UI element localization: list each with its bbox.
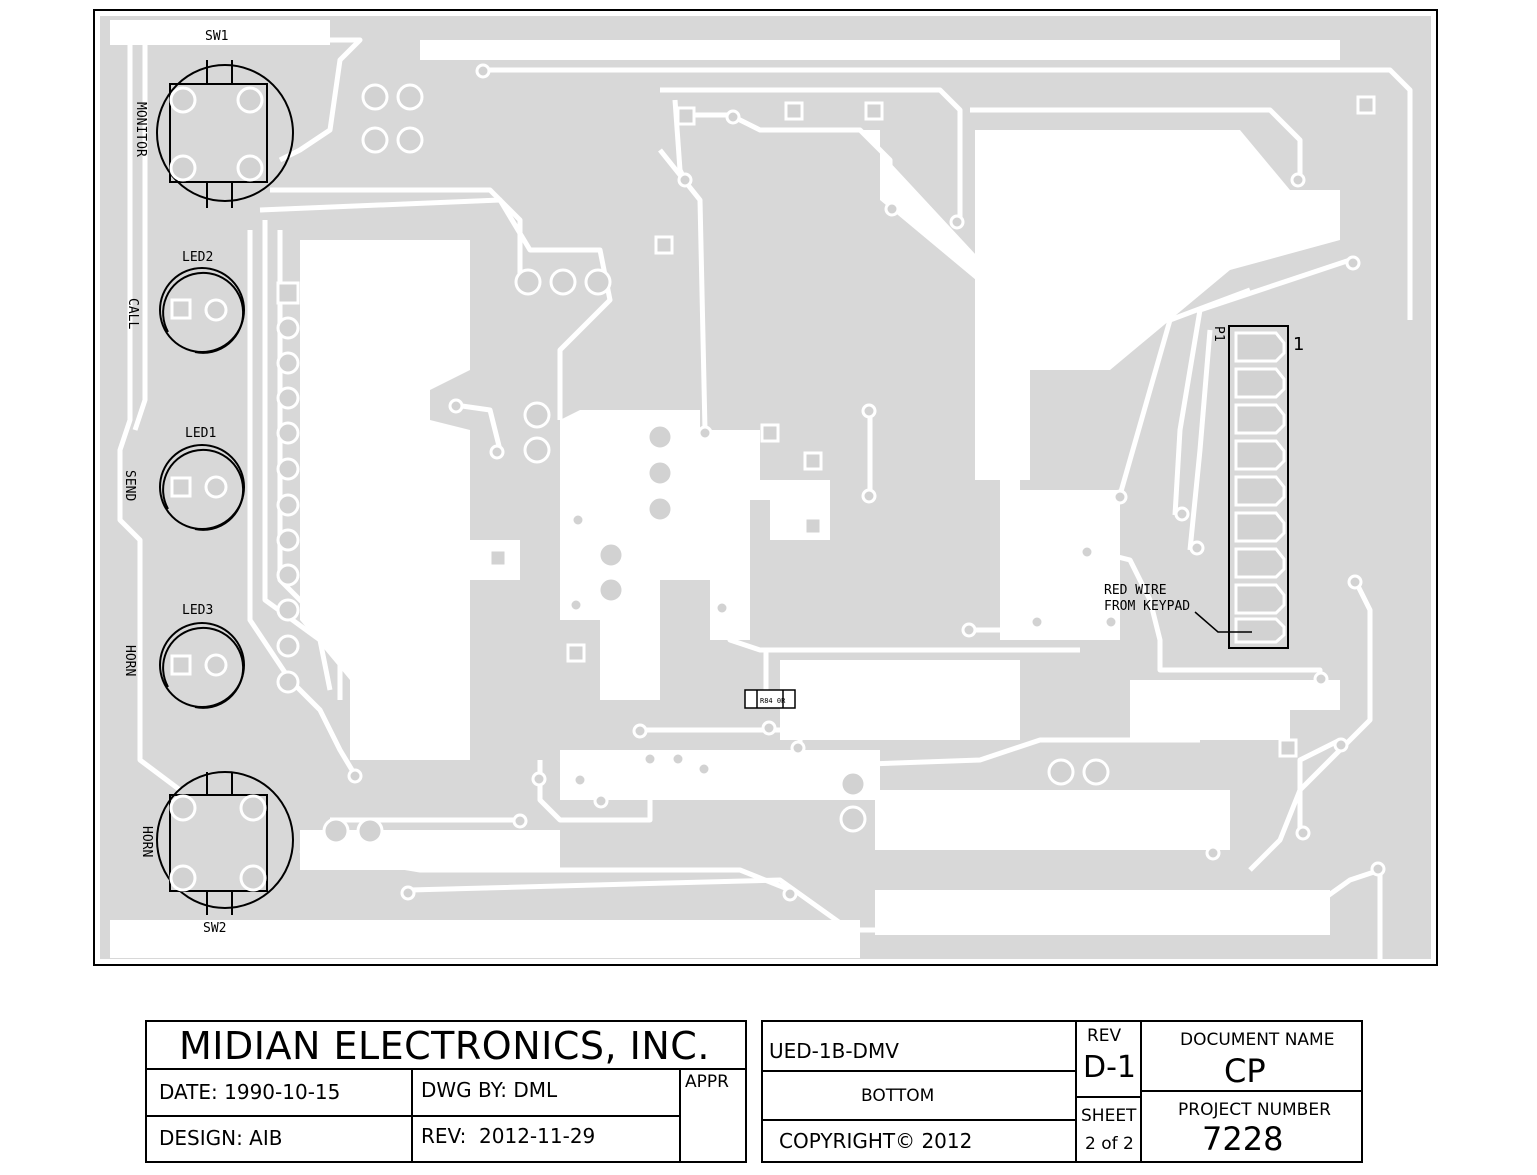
sheet-value: 2 of 2 xyxy=(1085,1134,1134,1154)
side-text: BOTTOM xyxy=(861,1086,934,1106)
horn-label-led3: HORN xyxy=(122,645,137,676)
side-cell: BOTTOM xyxy=(763,1072,1075,1121)
date-text: DATE: 1990-10-15 xyxy=(159,1080,340,1104)
sheet-cell: SHEET 2 of 2 xyxy=(1075,1098,1140,1161)
design-text: DESIGN: AIB xyxy=(159,1126,283,1150)
p1-pin1-label: 1 xyxy=(1293,334,1304,355)
rev-cell: REV D-1 xyxy=(1075,1022,1140,1098)
company-name: MIDIAN ELECTRONICS, INC. xyxy=(179,1024,710,1068)
rev-value: D-1 xyxy=(1083,1050,1136,1085)
send-label: SEND xyxy=(122,470,137,501)
part-number-cell: UED-1B-DMV xyxy=(763,1022,1075,1072)
appr-cell: APPR xyxy=(681,1070,745,1161)
title-block-right: UED-1B-DMV BOTTOM COPYRIGHT© 2012 REV D-… xyxy=(761,1020,1363,1163)
resistor-label: R84 0R xyxy=(760,697,786,705)
project-cell: PROJECT NUMBER 7228 xyxy=(1140,1092,1361,1161)
project-label: PROJECT NUMBER xyxy=(1178,1100,1331,1120)
copyright-text: COPYRIGHT© 2012 xyxy=(779,1129,972,1153)
dwg-by-text: DWG BY: DML xyxy=(421,1078,557,1102)
pcb-layout-drawing: R84 0R SW1 SW2 LED2 LED1 LED3 P1 1 MONIT… xyxy=(0,0,1537,1000)
doc-name-label: DOCUMENT NAME xyxy=(1180,1030,1334,1050)
led2-label: LED2 xyxy=(182,250,213,265)
sw1-label: SW1 xyxy=(205,29,228,44)
note-line-2: FROM KEYPAD xyxy=(1104,599,1190,614)
resistor-r84: R84 0R xyxy=(745,690,795,708)
project-value: 7228 xyxy=(1202,1120,1283,1158)
sw2-label: SW2 xyxy=(203,921,226,936)
led1-label: LED1 xyxy=(185,426,216,441)
doc-name-cell: DOCUMENT NAME CP xyxy=(1140,1022,1361,1092)
copyright-cell: COPYRIGHT© 2012 xyxy=(763,1121,1075,1161)
sheet-label: SHEET xyxy=(1081,1106,1136,1126)
rev-label: REV xyxy=(1087,1026,1121,1046)
rev-date-text: REV: 2012-11-29 xyxy=(421,1124,595,1148)
company-name-cell: MIDIAN ELECTRONICS, INC. xyxy=(147,1022,745,1070)
appr-text: APPR xyxy=(685,1072,729,1092)
rev-date-cell: REV: 2012-11-29 xyxy=(413,1117,681,1161)
dwg-by-cell: DWG BY: DML xyxy=(413,1070,681,1117)
doc-name-value: CP xyxy=(1224,1052,1266,1090)
p1-label: P1 xyxy=(1211,326,1226,342)
monitor-label: MONITOR xyxy=(133,102,148,157)
design-cell: DESIGN: AIB xyxy=(147,1117,413,1161)
note-line-1: RED WIRE xyxy=(1104,583,1167,598)
title-block-left: MIDIAN ELECTRONICS, INC. DATE: 1990-10-1… xyxy=(145,1020,747,1163)
led3-label: LED3 xyxy=(182,603,213,618)
part-number-text: UED-1B-DMV xyxy=(769,1039,899,1063)
call-label: CALL xyxy=(125,298,140,329)
copper-pours xyxy=(100,16,1431,959)
p1-connector xyxy=(1229,326,1288,648)
date-cell: DATE: 1990-10-15 xyxy=(147,1070,413,1117)
horn-label-sw2: HORN xyxy=(139,826,154,857)
